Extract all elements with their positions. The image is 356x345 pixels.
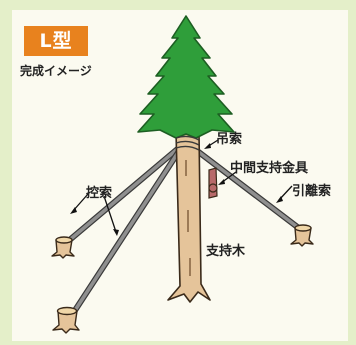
stump-left-upper xyxy=(51,236,75,259)
subtitle: 完成イメージ xyxy=(20,64,92,78)
ropes xyxy=(63,143,307,321)
label-pull-rope: 引離索 xyxy=(292,184,332,199)
control-rope-left-upper xyxy=(63,143,184,246)
arrow-control-rope-2 xyxy=(103,195,119,236)
label-control-rope: 控索 xyxy=(86,186,113,201)
stump-left-lower xyxy=(52,306,80,334)
control-rope-left-lower xyxy=(67,145,184,321)
pull-rope-right xyxy=(193,147,307,235)
label-middle-support: 中間支持金具 xyxy=(230,161,309,176)
stump-right xyxy=(290,224,314,247)
support-tree-trunk xyxy=(167,131,211,303)
type-badge: L型 xyxy=(24,26,88,56)
hanging-rope-wraps xyxy=(175,135,200,151)
arrow-control-rope-1 xyxy=(70,193,89,214)
arrow-hanging-rope xyxy=(204,139,219,149)
label-hanging-rope: 吊索 xyxy=(216,132,243,147)
tree-foliage xyxy=(137,15,235,139)
middle-support-bracket-icon xyxy=(208,167,218,199)
leader-arrows xyxy=(70,139,293,236)
label-support-tree: 支持木 xyxy=(206,244,246,259)
arrow-middle-support xyxy=(218,171,237,185)
arrow-pull-rope xyxy=(276,185,293,203)
